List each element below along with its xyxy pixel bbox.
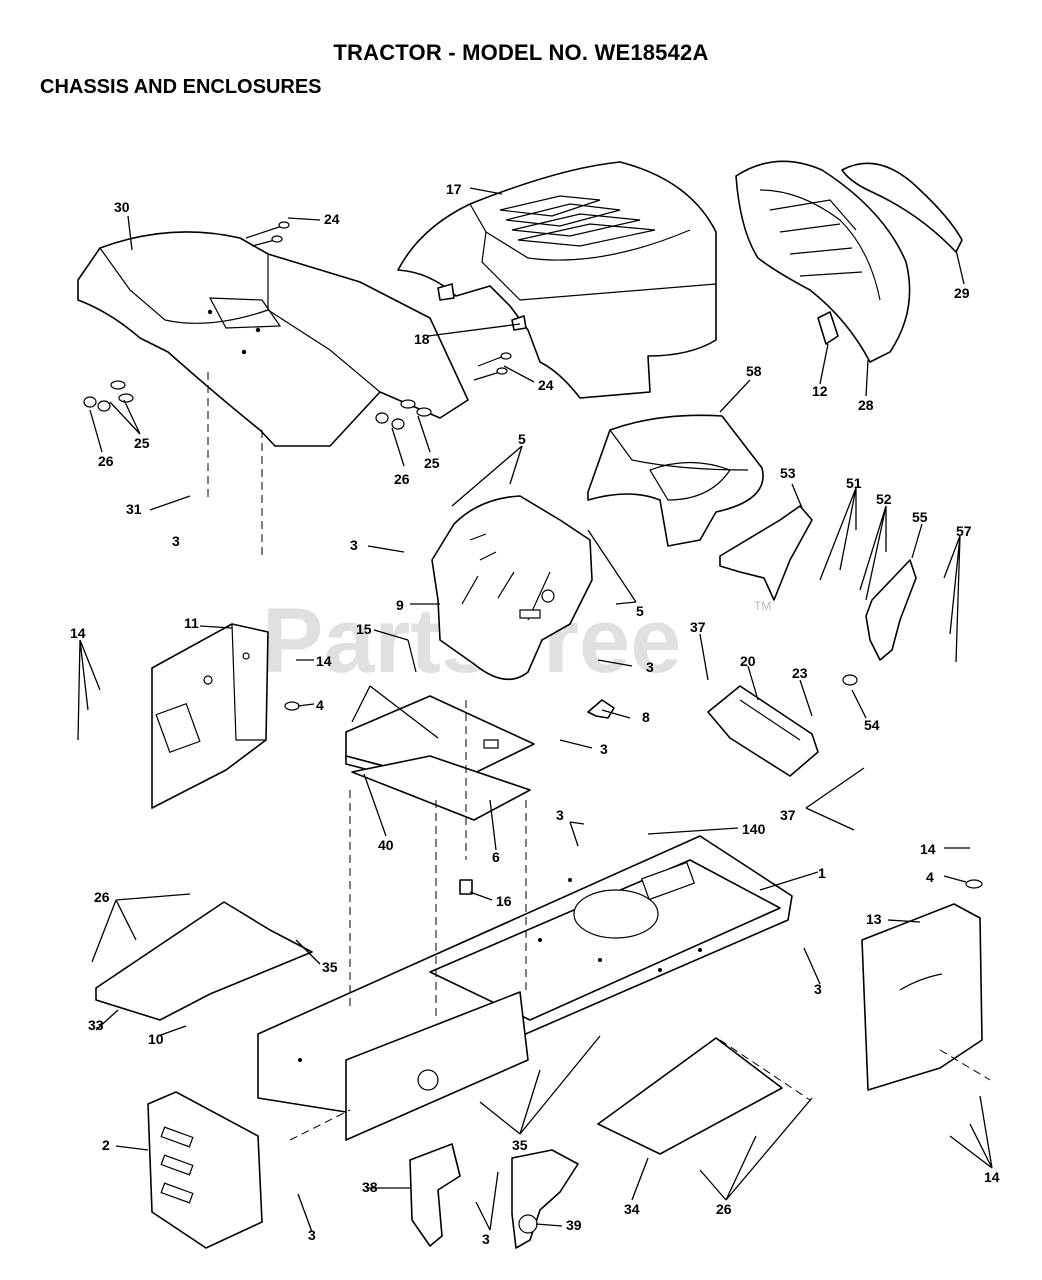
callout: 54 <box>864 717 880 733</box>
callout: 18 <box>414 331 430 347</box>
callout: 58 <box>746 363 762 379</box>
callout: 4 <box>316 697 324 713</box>
callout: 30 <box>114 199 130 215</box>
part-side-panel-left <box>151 623 269 809</box>
part-brackets-53-55 <box>719 505 917 661</box>
callout: 3 <box>600 741 608 757</box>
callout: 26 <box>94 889 110 905</box>
callout: 6 <box>492 849 500 865</box>
leader-lines <box>77 187 993 1233</box>
callout: 25 <box>134 435 150 451</box>
part-grille-nose <box>735 160 963 363</box>
callout: 35 <box>322 959 338 975</box>
callout: 12 <box>812 383 828 399</box>
part-dash-panel <box>431 495 593 681</box>
callout: 10 <box>148 1031 164 1047</box>
part-side-panel-right <box>861 903 983 1091</box>
part-footplate <box>345 695 535 821</box>
callout: 29 <box>954 285 970 301</box>
callout: 38 <box>362 1179 378 1195</box>
callout: 33 <box>88 1017 104 1033</box>
callout: 14 <box>70 625 86 641</box>
callout: 3 <box>308 1227 316 1243</box>
callout: 13 <box>866 911 882 927</box>
callout: 26 <box>98 453 114 469</box>
callout: 57 <box>956 523 972 539</box>
callout: 37 <box>690 619 706 635</box>
part-rear-fender <box>77 231 469 560</box>
callout: 16 <box>496 893 512 909</box>
callout: 2 <box>102 1137 110 1153</box>
callout: 14 <box>920 841 936 857</box>
part-bolts-24-lower <box>473 352 512 381</box>
part-heat-shield <box>587 414 764 547</box>
callout: 26 <box>716 1201 732 1217</box>
callout: 5 <box>518 431 526 447</box>
callout: 3 <box>350 537 358 553</box>
watermark-tm: TM <box>754 599 771 613</box>
callout: 140 <box>742 821 766 837</box>
part-hood <box>397 161 717 399</box>
callout: 24 <box>538 377 554 393</box>
part-brackets-38-39 <box>409 1143 579 1249</box>
part-front-bracket <box>147 1091 263 1249</box>
callout-labels: 30 24 17 29 18 24 12 28 25 26 25 26 58 5… <box>70 181 1000 1247</box>
callout: 20 <box>740 653 756 669</box>
callout: 40 <box>378 837 394 853</box>
callout: 1 <box>818 865 826 881</box>
callout: 26 <box>394 471 410 487</box>
callout: 14 <box>316 653 332 669</box>
callout: 3 <box>646 659 654 675</box>
callout: 35 <box>512 1137 528 1153</box>
part-hardware-25-26-left <box>83 380 134 412</box>
part-footboard-right <box>597 1037 783 1155</box>
part-seat-bracket <box>707 685 819 777</box>
callout: 53 <box>780 465 796 481</box>
callout: 55 <box>912 509 928 525</box>
callout: 51 <box>846 475 862 491</box>
alignment-lines <box>289 700 991 1141</box>
callout: 15 <box>356 621 372 637</box>
callout: 9 <box>396 597 404 613</box>
diagram-subtitle: CHASSIS AND ENCLOSURES <box>40 76 322 98</box>
callout: 3 <box>172 533 180 549</box>
callout: 3 <box>482 1231 490 1247</box>
callout: 31 <box>126 501 142 517</box>
part-bolts-24-upper <box>245 221 290 247</box>
part-main-frame <box>257 835 793 1141</box>
callout: 34 <box>624 1201 640 1217</box>
diagram-title: TRACTOR - MODEL NO. WE18542A <box>333 40 709 65</box>
callout: 24 <box>324 211 340 227</box>
callout: 8 <box>642 709 650 725</box>
callout: 52 <box>876 491 892 507</box>
callout: 5 <box>636 603 644 619</box>
callout: 4 <box>926 869 934 885</box>
callout: 17 <box>446 181 462 197</box>
callout: 37 <box>780 807 796 823</box>
callout: 3 <box>814 981 822 997</box>
callout: 23 <box>792 665 808 681</box>
callout: 14 <box>984 1169 1000 1185</box>
callout: 28 <box>858 397 874 413</box>
callout: 11 <box>184 615 199 631</box>
part-footboard-left <box>95 901 313 1021</box>
callout: 39 <box>566 1217 582 1233</box>
part-hardware-25-26-right <box>375 399 432 430</box>
callout: 25 <box>424 455 440 471</box>
callout: 3 <box>556 807 564 823</box>
